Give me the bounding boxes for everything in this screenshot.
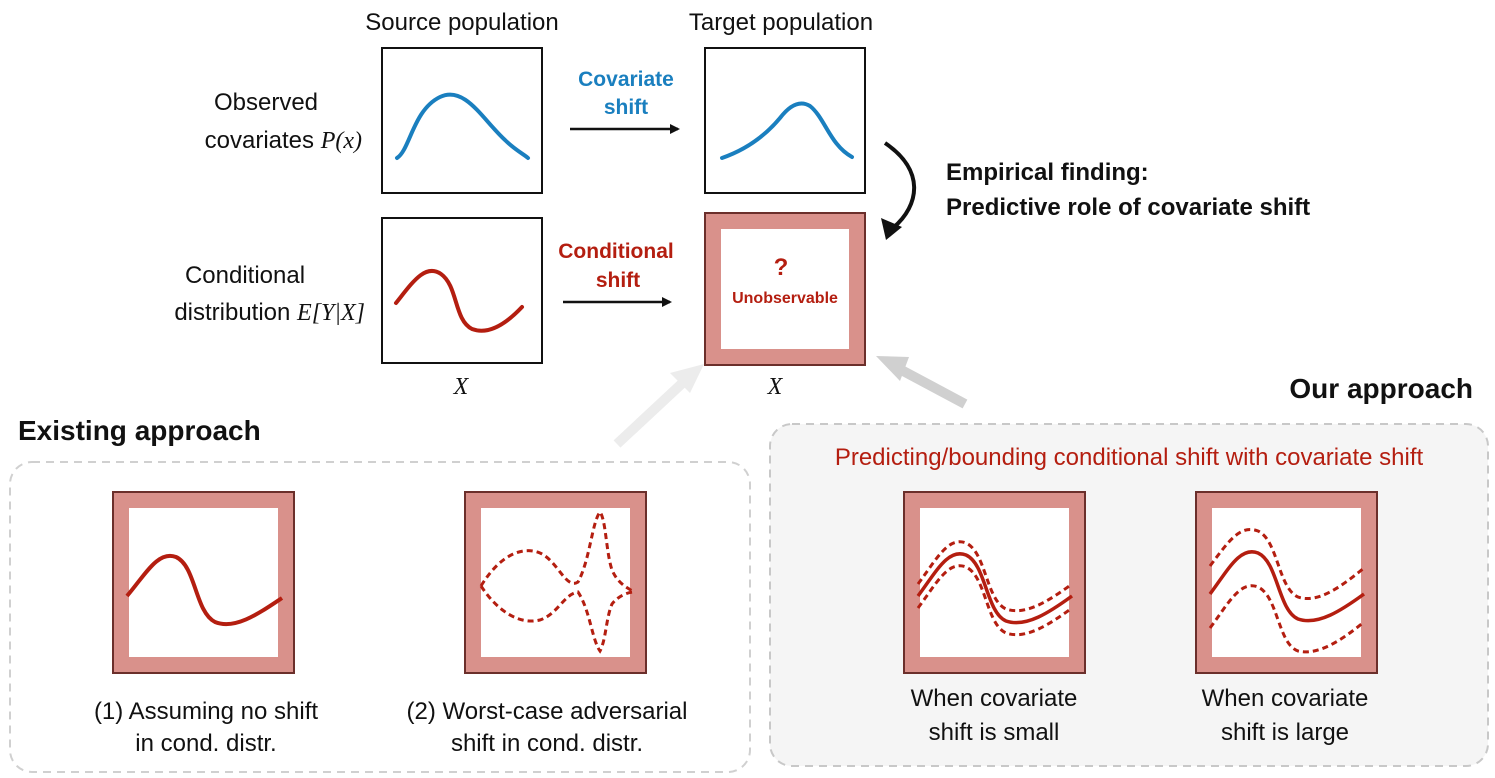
target-covariate-curve [720,101,854,160]
ours-panel-2-caption-1: When covariate [1202,685,1369,712]
ours-panel-1-caption-2: shift is small [929,719,1060,746]
target-covariate-box [704,47,866,194]
ours-panel-1-mean-curve [916,552,1074,625]
ours-panel-2-upper-bound [1208,528,1365,600]
covariates-label: covariates P(x) [205,127,362,154]
unobservable-label: Unobservable [732,290,838,307]
empirical-finding-line2: Predictive role of covariate shift [946,194,1310,221]
empirical-arrow-head [881,218,902,240]
ours-panel-1-lower-bound [916,564,1073,637]
existing-panel-1-caption-1: (1) Assuming no shift [94,698,318,725]
conditional-math: E[Y|X] [296,300,365,326]
existing-panel-2-upper-curve [479,509,635,594]
covariate-shift-label-2: shift [604,96,648,119]
our-approach-box [769,423,1489,767]
existing-gray-arrow-head [670,364,704,393]
ours-gray-arrow-shaft [889,360,968,409]
existing-panel-1-caption-2: in cond. distr. [135,730,276,757]
ours-panel-1-upper-bound [916,540,1073,613]
source-conditional-box [381,217,543,364]
source-covariate-curve [395,92,530,160]
our-approach-subtitle: Predicting/bounding conditional shift wi… [835,444,1424,471]
existing-panel-2-caption-2: shift in cond. distr. [451,730,643,757]
distribution-label: distribution E[Y|X] [174,299,365,326]
observed-math: P(x) [320,128,362,154]
ours-panel-2-mean-curve [1208,550,1366,623]
existing-panel-1-curve [125,553,284,627]
ours-panel-2-caption-2: shift is large [1221,719,1349,746]
empirical-curved-arrow [883,141,917,230]
existing-panel-2-lower-curve [479,585,635,654]
ours-panel-1-inner [920,508,1069,657]
target-population-header: Target population [689,9,873,36]
conditional-shift-label-1: Conditional [558,240,673,263]
ours-panel-2-lower-bound [1208,584,1365,654]
existing-panel-2-inner [481,508,630,657]
unknown-mark: ? [774,254,789,281]
conditional-shift-label-2: shift [596,269,640,292]
source-covariate-box [381,47,543,194]
empirical-finding-line1: Empirical finding: [946,159,1149,186]
existing-panel-1-inner [129,508,278,657]
source-conditional-curve [394,268,524,333]
ours-panel-1-caption-1: When covariate [911,685,1078,712]
target-conditional-inner [721,229,849,349]
ours-gray-arrow-head [876,356,909,381]
target-x-axis-label: X [767,374,784,400]
source-population-header: Source population [365,9,558,36]
existing-panel-2-caption-1: (2) Worst-case adversarial [407,698,688,725]
observed-label: Observed [214,89,318,116]
source-x-axis-label: X [453,374,470,400]
covariate-shift-label-1: Covariate [578,68,674,91]
existing-approach-title: Existing approach [18,415,261,446]
our-approach-title: Our approach [1289,373,1473,404]
conditional-label: Conditional [185,262,305,289]
existing-gray-arrow-shaft [613,372,694,448]
